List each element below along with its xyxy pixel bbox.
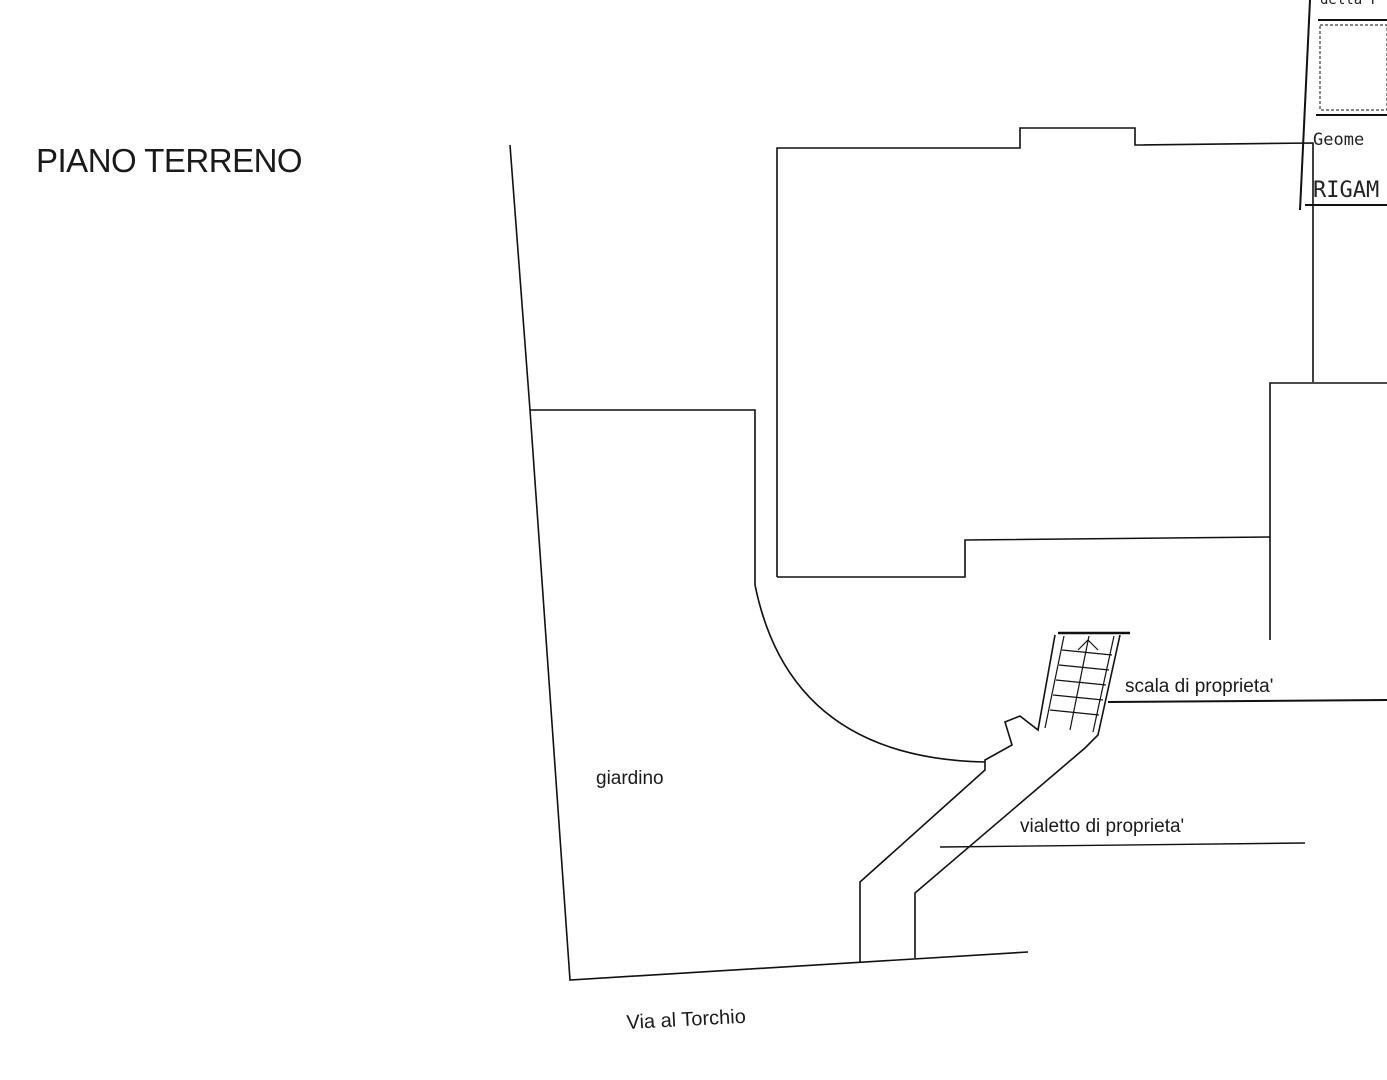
building-bottom — [777, 536, 1271, 578]
building-outline — [776, 127, 1314, 577]
right-building-outline — [1269, 382, 1387, 640]
path-leader-line — [939, 842, 1306, 848]
path-left-edge — [859, 634, 1056, 962]
stamp-top-text: della P — [1320, 0, 1380, 8]
garden-outline — [530, 409, 756, 585]
path-right-edge — [914, 634, 1121, 958]
plan-title: PIANO TERRENO — [36, 142, 303, 179]
path-label: vialetto di proprieta' — [1020, 816, 1185, 837]
garden-arc — [754, 584, 986, 763]
stamp-line2: RIGAM — [1313, 178, 1380, 203]
stairs — [1044, 635, 1115, 733]
left-boundary-line — [509, 144, 1029, 981]
stamp-line1: Geome — [1313, 130, 1365, 150]
stairs-label: scala di proprieta' — [1125, 676, 1274, 697]
stamp-border — [1299, 0, 1387, 211]
garden-label: giardino — [596, 768, 664, 789]
stairs-leader-line — [1107, 699, 1387, 703]
